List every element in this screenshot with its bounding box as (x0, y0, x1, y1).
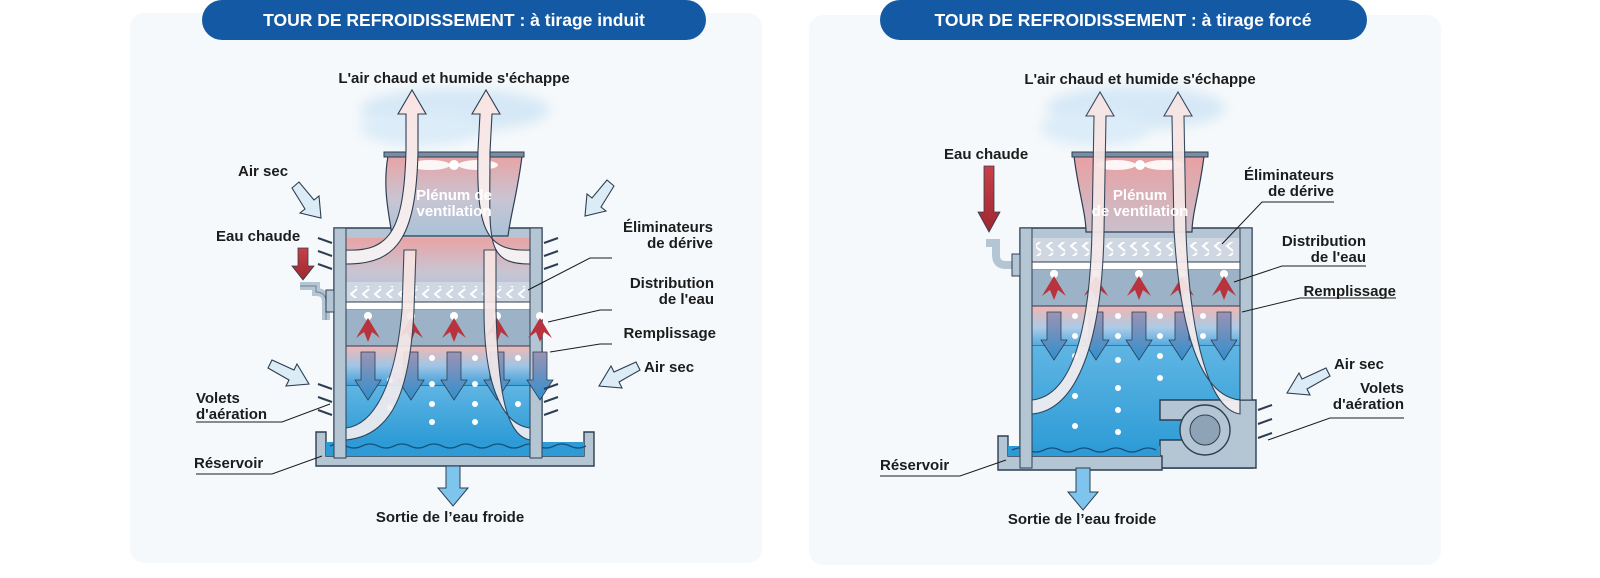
label-exhaust: L'air chaud et humide s'échappe (1024, 71, 1255, 88)
basin (997, 435, 1163, 471)
label-dist-2: de l'eau (659, 291, 714, 308)
water-down-arrows (1040, 311, 1238, 361)
label-basin: Réservoir (194, 455, 263, 472)
fan-icon (1096, 160, 1184, 170)
cold-water-outlet-arrow (1066, 467, 1100, 511)
fan-deck (1071, 151, 1209, 158)
label-dry-air: Air sec (1334, 356, 1384, 373)
label-louvers-1: Volets (1360, 380, 1404, 397)
label-dry-air-top: Air sec (238, 163, 288, 180)
louvers (317, 237, 559, 416)
blower-fan-hub (1189, 414, 1221, 446)
air-flow-arrows (1031, 90, 1241, 415)
plenum-label-1: Plénum de (416, 187, 492, 204)
label-drift-1: Éliminateurs (623, 219, 713, 236)
title-pill-induced (202, 0, 706, 40)
air-flow-arrows (345, 88, 531, 441)
hot-water-arrow (977, 165, 1001, 233)
basin-water (326, 442, 584, 456)
fan-stack (1073, 155, 1205, 233)
label-dist-1: Distribution (630, 275, 714, 292)
label-louvers-2: d'aération (196, 406, 267, 423)
label-hot-water: Eau chaude (216, 228, 300, 245)
label-fill: Remplissage (1303, 283, 1396, 300)
label-exhaust: L'air chaud et humide s'échappe (338, 70, 569, 87)
label-louvers-2: d'aération (1333, 396, 1404, 413)
hot-water-arrow (291, 247, 315, 281)
louvers (1257, 404, 1273, 439)
tower-forced: Plénum de ventilation L'air chaud et hum… (880, 71, 1404, 528)
plenum-label-2: ventilation (416, 203, 491, 220)
label-drift-2: de dérive (1268, 183, 1334, 200)
water-droplets (1072, 313, 1206, 435)
tower-induced: Plénum de ventilation (194, 70, 716, 526)
dry-air-arrow (1286, 367, 1331, 396)
label-drift-1: Éliminateurs (1244, 167, 1334, 184)
label-dist-1: Distribution (1282, 233, 1366, 250)
title-forced: TOUR DE REFROIDISSEMENT : à tirage forcé (935, 10, 1312, 30)
basin (315, 431, 595, 467)
label-hot-water: Eau chaude (944, 146, 1028, 163)
distribution-pipe (345, 301, 531, 311)
fan-deck (383, 151, 525, 158)
label-drift-2: de dérive (647, 235, 713, 252)
dry-air-arrows (267, 179, 641, 389)
basin-water (1008, 446, 1160, 456)
cold-water-outlet-arrow (436, 465, 470, 507)
label-dry-air-side: Air sec (644, 359, 694, 376)
label-fill: Remplissage (623, 325, 716, 342)
label-basin: Réservoir (880, 457, 949, 474)
plenum-label-2: de ventilation (1092, 203, 1189, 220)
plenum-label-1: Plénum (1113, 187, 1167, 204)
steam-cloud (360, 110, 480, 146)
drift-eliminator-chevrons (1036, 242, 1236, 256)
label-dist-2: de l'eau (1311, 249, 1366, 266)
leader-lines (196, 257, 612, 475)
drift-eliminator-chevrons (350, 286, 526, 298)
label-outlet: Sortie de l’eau froide (1008, 511, 1156, 528)
title-induced: TOUR DE REFROIDISSEMENT : à tirage indui… (263, 10, 645, 30)
distribution-pipe (1031, 261, 1241, 271)
label-outlet: Sortie de l’eau froide (376, 509, 524, 526)
title-pill-forced (880, 0, 1367, 40)
leader-lines (880, 201, 1404, 477)
label-louvers-1: Volets (196, 390, 240, 407)
